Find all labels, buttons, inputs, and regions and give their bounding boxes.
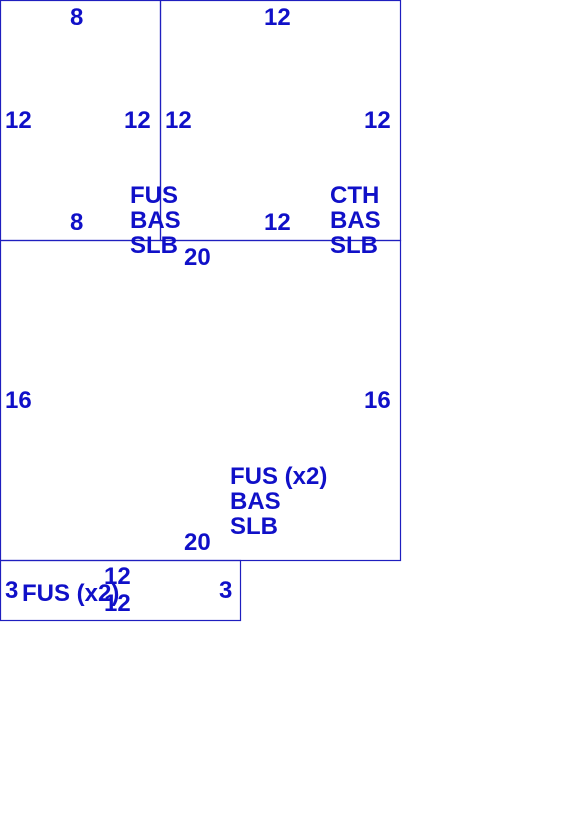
panel-middle-top-dimension: 20	[184, 244, 211, 271]
panel-middle-tag-2: BAS	[230, 488, 281, 515]
panel-top-right-tag-3: SLB	[330, 232, 378, 259]
panel-middle-tag-1: FUS (x2)	[230, 463, 327, 490]
panel-top-right-right-dimension: 12	[364, 107, 391, 134]
panel-top-left-left-dimension: 12	[5, 107, 32, 134]
panel-top-left-top-dimension: 8	[70, 4, 83, 31]
panel-top-right-left-dimension: 12	[165, 107, 192, 134]
panel-bottom-small-left-dimension: 3	[5, 577, 18, 604]
panel-bottom-small-outline	[0, 559, 242, 622]
panel-middle: 20 16 16 20 FUS (x2) BAS SLB	[5, 244, 391, 556]
panel-top-left-right-dimension: 12	[124, 107, 151, 134]
panel-outlines	[0, 0, 402, 622]
panel-top-left-tag-3: SLB	[130, 232, 178, 259]
panel-top-right-tag-1: CTH	[330, 182, 379, 209]
panel-top-right-bottom-dimension: 12	[264, 209, 291, 236]
panel-bottom-small-bottom-dimension: 12	[104, 590, 131, 617]
panel-top-left-tag-1: FUS	[130, 182, 178, 209]
panel-top-left-bottom-dimension: 8	[70, 209, 83, 236]
panel-top-left-tag-2: BAS	[130, 207, 181, 234]
panel-middle-bottom-dimension: 20	[184, 529, 211, 556]
panel-bottom-small-tag-1: FUS (x2)	[22, 580, 119, 607]
panel-middle-right-dimension: 16	[364, 387, 391, 414]
panel-middle-left-dimension: 16	[5, 387, 32, 414]
panel-bottom-small: 12 3 FUS (x2) 12 3	[5, 563, 232, 617]
panel-bottom-small-right-dimension: 3	[219, 577, 232, 604]
panel-top-right: 12 12 12 12 CTH BAS SLB	[165, 4, 391, 259]
panel-top-left: 8 12 12 8 FUS BAS SLB	[5, 4, 181, 259]
panel-top-right-tag-2: BAS	[330, 207, 381, 234]
panel-bottom-small-top-dimension: 12	[104, 563, 131, 590]
panel-top-right-top-dimension: 12	[264, 4, 291, 31]
panel-middle-tag-3: SLB	[230, 513, 278, 540]
